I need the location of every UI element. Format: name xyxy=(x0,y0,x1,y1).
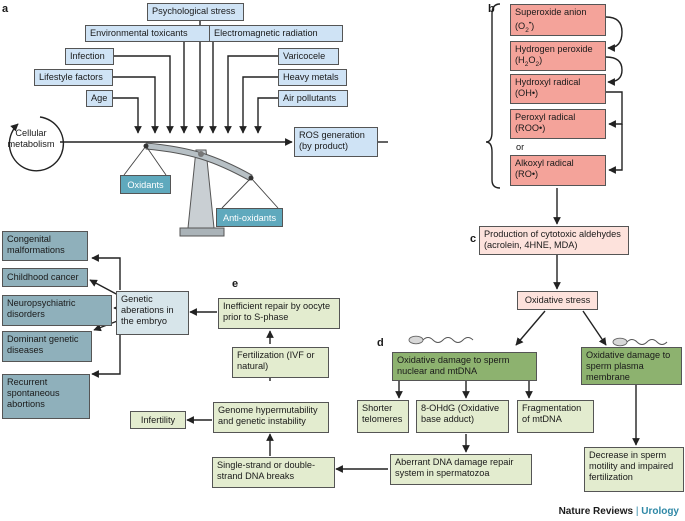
dna-breaks-box: Single-strand or double-strand DNA break… xyxy=(212,457,335,488)
peroxyl-formula: (ROO•) xyxy=(515,123,546,133)
factor-varicocele: Varicocele xyxy=(278,48,339,65)
neuropsychiatric-box: Neuropsychiatric disorders xyxy=(2,295,112,326)
balance-scale xyxy=(123,142,279,237)
genetic-aberrations-box: Genetic aberations in the embryo xyxy=(116,291,189,335)
factor-heavy-metals: Heavy metals xyxy=(278,69,347,86)
panel-label-c: c xyxy=(470,233,477,245)
hp-sub2: 2 xyxy=(535,60,540,68)
sperm-motility-box: Decrease in sperm motility and impaired … xyxy=(584,447,684,492)
shorter-telomeres-box: Shorter telomeres xyxy=(357,400,409,433)
peroxyl-radical-box: Peroxyl radical (ROO•) xyxy=(510,109,606,139)
superoxide-label: Superoxide anion xyxy=(515,7,587,17)
journal-field: Urology xyxy=(641,506,679,517)
hp-formula-a: (H xyxy=(515,55,525,65)
hydrogen-peroxide-formula: (H2O2) xyxy=(515,55,601,70)
childhood-cancer-box: Childhood cancer xyxy=(2,268,88,287)
hydrogen-peroxide-box: Hydrogen peroxide (H2O2) xyxy=(510,41,606,71)
fertilization-box: Fertilization (IVF or natural) xyxy=(232,347,329,378)
factor-infection: Infection xyxy=(65,48,114,65)
alkoxyl-formula: (RO•) xyxy=(515,169,539,179)
hydrogen-peroxide-label: Hydrogen peroxide xyxy=(515,44,593,54)
panel-label-d: d xyxy=(377,337,384,349)
hp-end: ) xyxy=(539,55,543,65)
inefficient-repair-box: Inefficient repair by oocyte prior to S-… xyxy=(218,298,340,329)
superoxide-formula-a: (O xyxy=(515,21,526,32)
factor-electromagnetic-radiation: Electromagnetic radiation xyxy=(209,25,343,42)
panel-label-a: a xyxy=(2,3,9,15)
infertility-box: Infertility xyxy=(130,411,186,429)
journal-separator: | xyxy=(633,506,642,517)
journal-name: Nature Reviews xyxy=(558,506,634,517)
congenital-malformations-box: Congenital malformations xyxy=(2,231,88,261)
superoxide-formula: (O2•) xyxy=(515,18,601,36)
alkoxyl-label: Alkoxyl radical xyxy=(515,158,574,168)
mtdna-fragmentation-box: Fragmentation of mtDNA xyxy=(517,400,594,433)
sperm-membrane-damage-box: Oxidative damage to sperm plasma membran… xyxy=(581,347,682,385)
alkoxyl-radical-box: Alkoxyl radical (RO•) xyxy=(510,155,606,186)
superoxide-anion-box: Superoxide anion (O2•) xyxy=(510,4,606,36)
panel-label-e: e xyxy=(232,278,239,290)
factor-environmental-toxicants: Environmental toxicants xyxy=(85,25,213,42)
dominant-genetic-box: Dominant genetic diseases xyxy=(2,331,92,362)
genome-hypermutability-box: Genome hypermutability and genetic insta… xyxy=(213,402,329,433)
panel-label-b: b xyxy=(488,3,495,15)
factor-age: Age xyxy=(86,90,113,107)
factor-lifestyle-factors: Lifestyle factors xyxy=(34,69,113,86)
sperm-icon xyxy=(408,335,474,345)
factor-psychological-stress: Psychological stress xyxy=(147,3,244,21)
anti-oxidants-box: Anti-oxidants xyxy=(216,208,283,227)
ohdg-box: 8-OHdG (Oxidative base adduct) xyxy=(416,400,509,433)
hydroxyl-formula: (OH•) xyxy=(515,88,539,98)
cellular-metabolism-label: Cellular metabolism xyxy=(7,128,55,149)
or-label: or xyxy=(516,142,525,152)
aberrant-repair-box: Aberrant DNA damage repair system in spe… xyxy=(390,454,532,485)
superoxide-formula-end: ) xyxy=(531,21,535,32)
hp-sub1: 2 xyxy=(524,60,529,68)
sperm-icon-2 xyxy=(612,337,668,347)
sperm-dna-damage-box: Oxidative damage to sperm nuclear and mt… xyxy=(392,352,537,381)
superoxide-formula-sub: 2 xyxy=(525,26,529,34)
recurrent-abortions-box: Recurrent spontaneous abortions xyxy=(2,374,90,419)
oxidants-box: Oxidants xyxy=(120,175,171,194)
hydroxyl-label: Hydroxyl radical xyxy=(515,77,581,87)
oxidative-stress-box: Oxidative stress xyxy=(517,291,598,310)
cytotoxic-aldehydes-box: Production of cytotoxic aldehydes (acrol… xyxy=(479,226,629,255)
factor-air-pollutants: Air pollutants xyxy=(278,90,348,107)
ros-generation-box: ROS generation (by product) xyxy=(294,127,378,157)
superoxide-formula-sup: • xyxy=(528,20,532,27)
peroxyl-label: Peroxyl radical xyxy=(515,112,576,122)
journal-credit: Nature Reviews | Urology xyxy=(559,506,679,517)
hp-mid: O xyxy=(528,55,536,65)
hydroxyl-radical-box: Hydroxyl radical (OH•) xyxy=(510,74,606,104)
